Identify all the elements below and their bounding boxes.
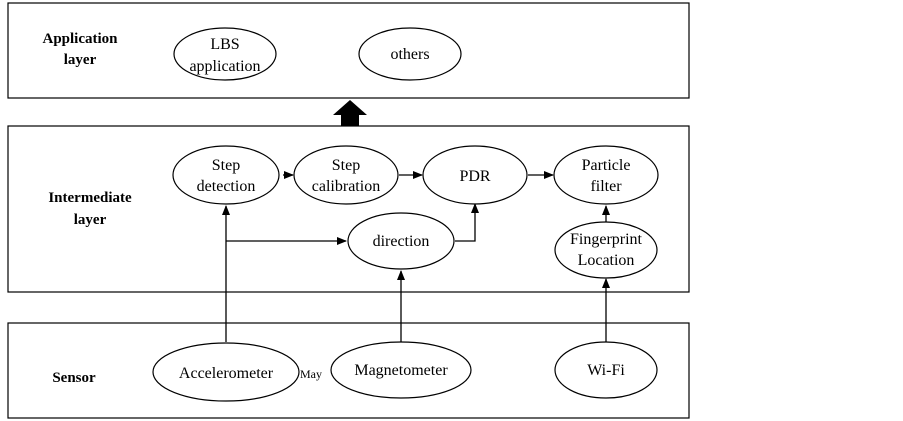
step-calibration-label-line1: Step [332, 157, 360, 174]
application-layer-box [7, 2, 690, 99]
application-layer-label-line2: layer [64, 52, 97, 68]
fingerprint-location-label-line1: Fingerprint [570, 231, 643, 248]
step-detection-label-line1: Step [212, 157, 240, 174]
others-label: others [390, 46, 429, 63]
step-detection-node [172, 145, 280, 205]
lbs-application-label-line1: LBS [210, 36, 239, 53]
wifi-label: Wi-Fi [587, 362, 625, 379]
step-calibration-label-line2: calibration [312, 178, 380, 195]
direction-label: direction [373, 233, 430, 250]
step-calibration-node [293, 145, 399, 205]
accelerometer-label: Accelerometer [179, 365, 274, 382]
direction-node [347, 212, 455, 270]
pdr-node [422, 145, 528, 205]
intermediate-layer-label-line2: layer [74, 212, 107, 228]
intermediate-layer-label-line1: Intermediate [48, 190, 132, 206]
sensor-layer-label: Sensor [52, 370, 96, 386]
watermark-text: May [300, 367, 322, 381]
accelerometer-node [152, 342, 300, 402]
particle-filter-label-line2: filter [590, 178, 622, 195]
particle-filter-node [553, 145, 659, 205]
step-detection-label-line2: detection [197, 178, 256, 195]
lbs-application-label-line2: application [189, 58, 260, 75]
pdr-label: PDR [459, 168, 490, 185]
particle-filter-label-line1: Particle [582, 157, 631, 174]
fingerprint-location-label-line2: Location [578, 252, 635, 269]
layer-up-arrow [333, 100, 367, 126]
wifi-node [554, 341, 658, 399]
others-node [358, 27, 462, 81]
fingerprint-location-node [554, 221, 658, 279]
magnetometer-node [330, 341, 472, 399]
edge-direction-to-pdr [455, 203, 479, 242]
lbs-application-node [173, 27, 277, 81]
application-layer-label-line1: Application [42, 31, 118, 47]
magnetometer-label: Magnetometer [354, 362, 448, 379]
